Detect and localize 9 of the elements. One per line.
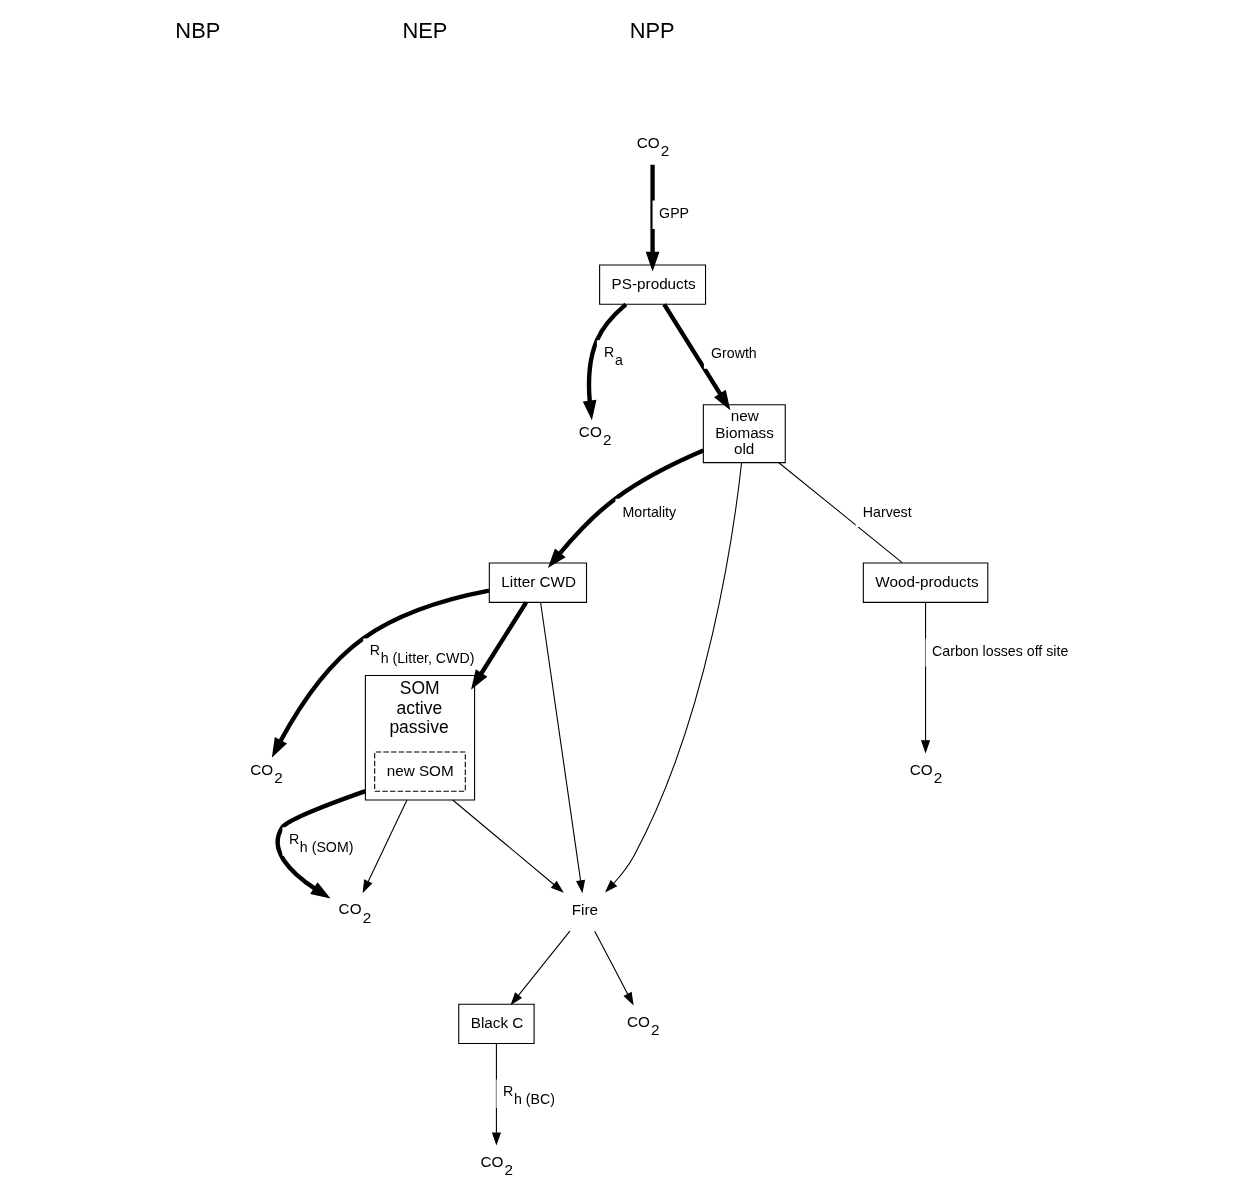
node-text: Fire <box>571 901 599 919</box>
label: NEP <box>402 17 448 43</box>
edge-label: Mortality <box>622 503 677 520</box>
edge-label: Carbon losses off site <box>932 643 1069 660</box>
label: NPP <box>629 17 675 43</box>
edge-label: Harvest <box>862 503 912 520</box>
label: NBP <box>175 17 221 43</box>
edge-label: Growth <box>711 345 757 362</box>
edge-label: GPP <box>659 205 690 222</box>
